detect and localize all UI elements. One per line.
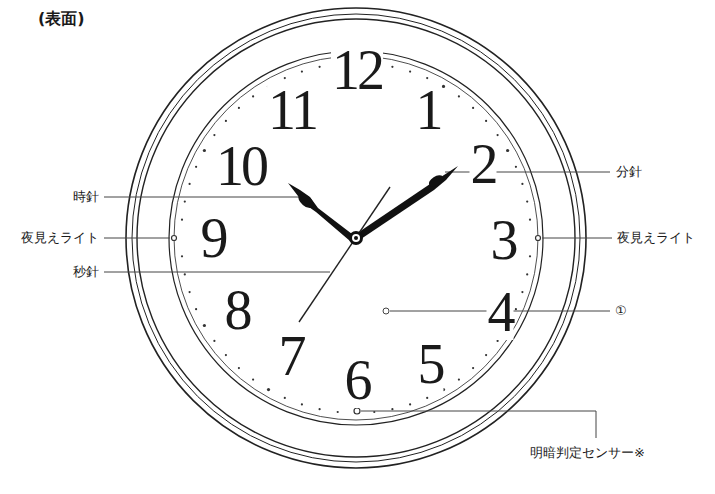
minute-dot bbox=[391, 66, 393, 68]
hand-hub bbox=[349, 231, 363, 245]
hour-hand-spade bbox=[296, 191, 316, 210]
dial-number: 11 bbox=[267, 82, 317, 138]
minute-dot bbox=[184, 201, 186, 203]
dial-number: 4 bbox=[487, 284, 514, 340]
hand-hub bbox=[352, 234, 360, 242]
minute-dot bbox=[472, 367, 474, 369]
minute-dot bbox=[181, 219, 183, 221]
leader-line bbox=[104, 197, 302, 198]
minute-dot bbox=[409, 403, 411, 405]
minute-dot bbox=[203, 324, 206, 327]
minute-dot bbox=[485, 354, 487, 356]
part-label: 時針 bbox=[71, 189, 101, 205]
part-label: 秒針 bbox=[71, 264, 101, 280]
hand-hub bbox=[354, 236, 358, 240]
minute-dot bbox=[203, 149, 206, 152]
minute-dot bbox=[472, 107, 474, 109]
minute-dot bbox=[225, 120, 227, 122]
dial-ring bbox=[174, 56, 538, 420]
minute-dot bbox=[521, 291, 523, 293]
clock-hands bbox=[288, 166, 458, 322]
light-sensor bbox=[354, 408, 360, 414]
minute-dot bbox=[189, 183, 191, 185]
minute-dot bbox=[442, 85, 445, 88]
leader-lines bbox=[104, 172, 612, 438]
dial-number: 12 bbox=[331, 42, 383, 98]
minute-dot bbox=[458, 379, 460, 381]
part-label: 夜見えライト bbox=[19, 230, 101, 246]
minute-dot bbox=[515, 308, 517, 310]
minute-dot bbox=[301, 403, 303, 405]
leader-line bbox=[542, 238, 612, 239]
leader-line bbox=[104, 272, 330, 273]
minute-dot bbox=[319, 66, 321, 68]
minute-dot bbox=[458, 95, 460, 97]
page-title: (表面) bbox=[38, 9, 85, 28]
minute-dot bbox=[409, 71, 411, 73]
minute-dot bbox=[391, 408, 393, 410]
minute-dot bbox=[526, 273, 528, 275]
dial-number: 3 bbox=[490, 212, 517, 268]
minute-dot bbox=[497, 340, 499, 342]
minute-dot bbox=[337, 411, 339, 413]
minute-dot bbox=[529, 255, 531, 257]
minute-dot bbox=[267, 388, 270, 391]
minute-dot bbox=[195, 166, 197, 168]
hour-hand bbox=[288, 183, 359, 243]
minute-dot bbox=[506, 149, 509, 152]
callout-number: ① bbox=[613, 303, 629, 319]
dial-number: 5 bbox=[417, 336, 444, 392]
leader-line bbox=[104, 238, 170, 239]
night-light bbox=[172, 236, 177, 241]
minute-dot bbox=[213, 340, 215, 342]
minute-dot bbox=[319, 408, 321, 410]
minute-dot bbox=[195, 308, 197, 310]
dial-number: 10 bbox=[215, 138, 267, 194]
leader-line bbox=[361, 411, 596, 438]
minute-dot bbox=[181, 255, 183, 257]
part-label: 夜見えライト bbox=[615, 230, 697, 246]
minute-hand-spade bbox=[427, 173, 445, 189]
clock-case bbox=[126, 8, 586, 468]
minute-dots bbox=[181, 63, 531, 413]
minute-dot bbox=[284, 77, 286, 79]
minute-dot bbox=[225, 354, 227, 356]
dial-number: 8 bbox=[224, 282, 251, 338]
minute-dot bbox=[426, 77, 428, 79]
minute-dot bbox=[497, 134, 499, 136]
minute-dot bbox=[526, 201, 528, 203]
minute-dot bbox=[238, 107, 240, 109]
minute-dot bbox=[426, 397, 428, 399]
minute-dot bbox=[184, 273, 186, 275]
dial-number: 2 bbox=[470, 136, 497, 192]
rim-ring bbox=[132, 14, 580, 462]
minute-hand bbox=[353, 166, 458, 241]
part-label: 明暗判定センサー※ bbox=[528, 445, 647, 461]
minute-dot bbox=[238, 367, 240, 369]
minute-dot bbox=[521, 183, 523, 185]
dial-ring bbox=[169, 51, 543, 425]
minute-dot bbox=[213, 134, 215, 136]
dial-number: 7 bbox=[278, 328, 305, 384]
minute-dot bbox=[485, 120, 487, 122]
minute-dot bbox=[529, 219, 531, 221]
minute-dot bbox=[284, 397, 286, 399]
part-label: 分針 bbox=[614, 164, 644, 180]
minute-dot bbox=[301, 71, 303, 73]
outer-rim bbox=[126, 8, 586, 468]
dial-number: 9 bbox=[200, 210, 227, 266]
minute-dot bbox=[252, 95, 254, 97]
night-light bbox=[536, 236, 541, 241]
minute-dot bbox=[515, 166, 517, 168]
callout-point bbox=[383, 308, 389, 314]
dial-number: 6 bbox=[344, 352, 371, 408]
second-hand bbox=[299, 187, 390, 322]
rim-ring bbox=[137, 19, 575, 457]
minute-dot bbox=[189, 291, 191, 293]
minute-dot bbox=[252, 379, 254, 381]
dial-number: 1 bbox=[415, 82, 442, 138]
